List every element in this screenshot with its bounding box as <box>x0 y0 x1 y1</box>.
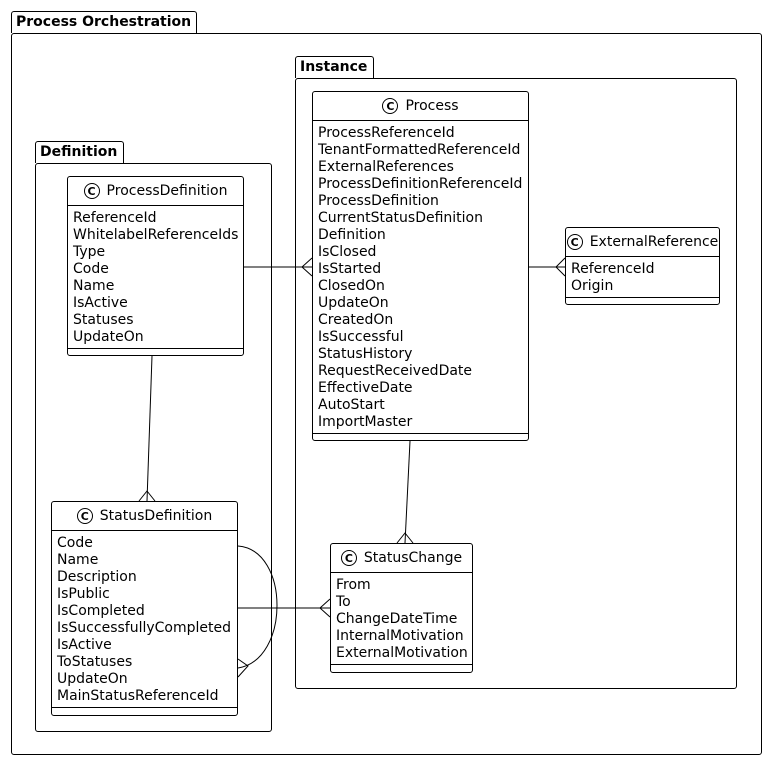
class-methods-section <box>566 297 719 304</box>
class-status-change-header: C StatusChange <box>331 544 472 573</box>
field: Type <box>73 244 106 260</box>
class-status-definition[interactable]: C StatusDefinition Code Name Description… <box>51 501 238 716</box>
class-methods-section <box>331 664 472 671</box>
field: Origin <box>571 278 614 294</box>
field: ProcessDefinitionReferenceId <box>318 176 523 192</box>
field: IsCompleted <box>57 603 145 619</box>
class-name: ProcessDefinition <box>106 183 228 199</box>
class-process-fields: ProcessReferenceId TenantFormattedRefere… <box>313 121 528 433</box>
class-methods-section <box>313 433 528 440</box>
class-external-reference-fields: ReferenceId Origin <box>566 257 719 297</box>
field: ExternalMotivation <box>336 645 468 661</box>
field: ReferenceId <box>571 261 655 277</box>
field: ImportMaster <box>318 414 413 430</box>
class-process-header: C Process <box>313 92 528 121</box>
field: From <box>336 577 371 593</box>
class-methods-section <box>52 707 237 714</box>
package-instance <box>295 78 737 689</box>
class-icon: C <box>83 183 100 199</box>
class-icon: C <box>340 550 357 566</box>
class-name: ExternalReference <box>589 234 719 250</box>
class-external-reference-header: C ExternalReference <box>566 228 719 257</box>
field: UpdateOn <box>318 295 389 311</box>
field: ClosedOn <box>318 278 385 294</box>
field: InternalMotivation <box>336 628 464 644</box>
field: ProcessDefinition <box>318 193 439 209</box>
class-icon: C <box>382 98 399 114</box>
class-status-change[interactable]: C StatusChange From To ChangeDateTime In… <box>330 543 473 673</box>
package-tab-instance: Instance <box>295 56 374 78</box>
field: IsPublic <box>57 586 110 602</box>
field: IsActive <box>73 295 128 311</box>
class-process-definition[interactable]: C ProcessDefinition ReferenceId Whitelab… <box>67 176 244 356</box>
class-icon: C <box>76 508 93 524</box>
field: EffectiveDate <box>318 380 413 396</box>
field: Name <box>73 278 115 294</box>
field: ExternalReferences <box>318 159 454 175</box>
field: ToStatuses <box>57 654 133 670</box>
field: Code <box>73 261 109 277</box>
field: Name <box>57 552 99 568</box>
field: To <box>336 594 351 610</box>
field: IsActive <box>57 637 112 653</box>
field: MainStatusReferenceId <box>57 688 219 704</box>
field: TenantFormattedReferenceId <box>318 142 521 158</box>
field: WhitelabelReferenceIds <box>73 227 239 243</box>
package-definition <box>35 163 272 732</box>
field: Code <box>57 535 93 551</box>
class-status-definition-header: C StatusDefinition <box>52 502 237 531</box>
class-status-change-fields: From To ChangeDateTime InternalMotivatio… <box>331 573 472 664</box>
class-process-definition-fields: ReferenceId WhitelabelReferenceIds Type … <box>68 206 243 348</box>
field: Description <box>57 569 137 585</box>
package-process-orchestration <box>11 33 762 755</box>
field: ProcessReferenceId <box>318 125 455 141</box>
field: ChangeDateTime <box>336 611 458 627</box>
field: ReferenceId <box>73 210 157 226</box>
field: CreatedOn <box>318 312 394 328</box>
field: UpdateOn <box>73 329 144 345</box>
field: CurrentStatusDefinition <box>318 210 483 226</box>
field: UpdateOn <box>57 671 128 687</box>
class-external-reference[interactable]: C ExternalReference ReferenceId Origin <box>565 227 720 305</box>
field: AutoStart <box>318 397 385 413</box>
field: Statuses <box>73 312 134 328</box>
class-name: StatusChange <box>363 550 463 566</box>
field: Definition <box>318 227 386 243</box>
field: IsClosed <box>318 244 377 260</box>
class-name: StatusDefinition <box>99 508 213 524</box>
class-process[interactable]: C Process ProcessReferenceId TenantForma… <box>312 91 529 441</box>
class-name: Process <box>405 98 459 114</box>
class-process-definition-header: C ProcessDefinition <box>68 177 243 206</box>
class-status-definition-fields: Code Name Description IsPublic IsComplet… <box>52 531 237 707</box>
class-methods-section <box>68 348 243 355</box>
field: IsSuccessfullyCompleted <box>57 620 232 636</box>
field: RequestReceivedDate <box>318 363 473 379</box>
field: StatusHistory <box>318 346 413 362</box>
class-icon: C <box>566 234 583 250</box>
package-tab-process-orchestration: Process Orchestration <box>11 11 197 33</box>
field: IsStarted <box>318 261 382 277</box>
field: IsSuccessful <box>318 329 404 345</box>
package-tab-definition: Definition <box>35 141 124 163</box>
